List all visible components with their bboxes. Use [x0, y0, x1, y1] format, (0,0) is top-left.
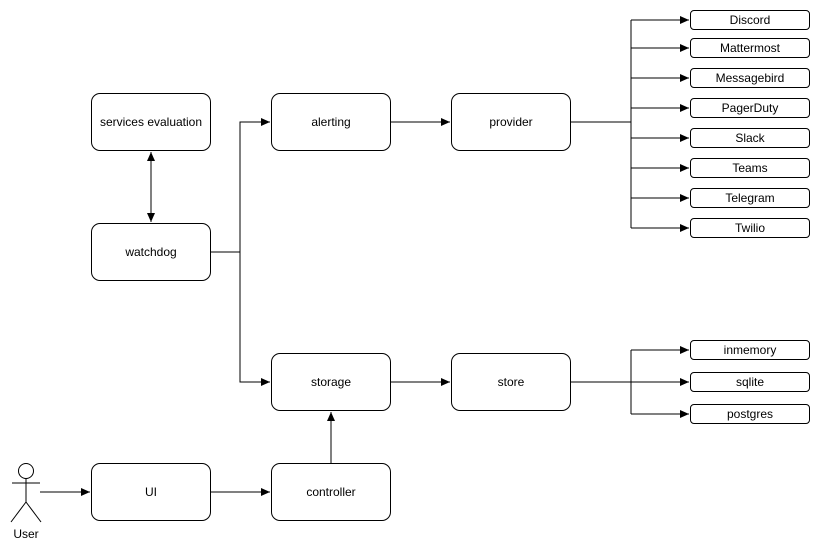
actor-head	[18, 463, 34, 479]
node-provider: provider	[451, 93, 571, 151]
leaf-inmemory: inmemory	[690, 340, 810, 360]
leaf-messagebird: Messagebird	[690, 68, 810, 88]
edge-watchdog-alerting	[211, 118, 270, 253]
leaf-teams: Teams	[690, 158, 810, 178]
node-store: store	[451, 353, 571, 411]
leaf-mattermost: Mattermost	[690, 38, 810, 58]
actor-leg-right	[25, 501, 42, 523]
node-alerting: alerting	[271, 93, 391, 151]
leaf-telegram: Telegram	[690, 188, 810, 208]
leaf-twilio: Twilio	[690, 218, 810, 238]
leaf-sqlite: sqlite	[690, 372, 810, 392]
node-watchdog: watchdog	[91, 223, 211, 281]
node-storage: storage	[271, 353, 391, 411]
node-ui: UI	[91, 463, 211, 521]
user-actor-icon	[10, 463, 42, 523]
actor-leg-left	[10, 501, 27, 523]
leaf-pagerduty: PagerDuty	[690, 98, 810, 118]
user-actor-label: User	[13, 527, 39, 541]
node-services-evaluation: services evaluation	[91, 93, 211, 151]
leaf-discord: Discord	[690, 10, 810, 30]
leaf-slack: Slack	[690, 128, 810, 148]
leaf-postgres: postgres	[690, 404, 810, 424]
edge-watchdog-storage	[239, 252, 270, 386]
node-controller: controller	[271, 463, 391, 521]
